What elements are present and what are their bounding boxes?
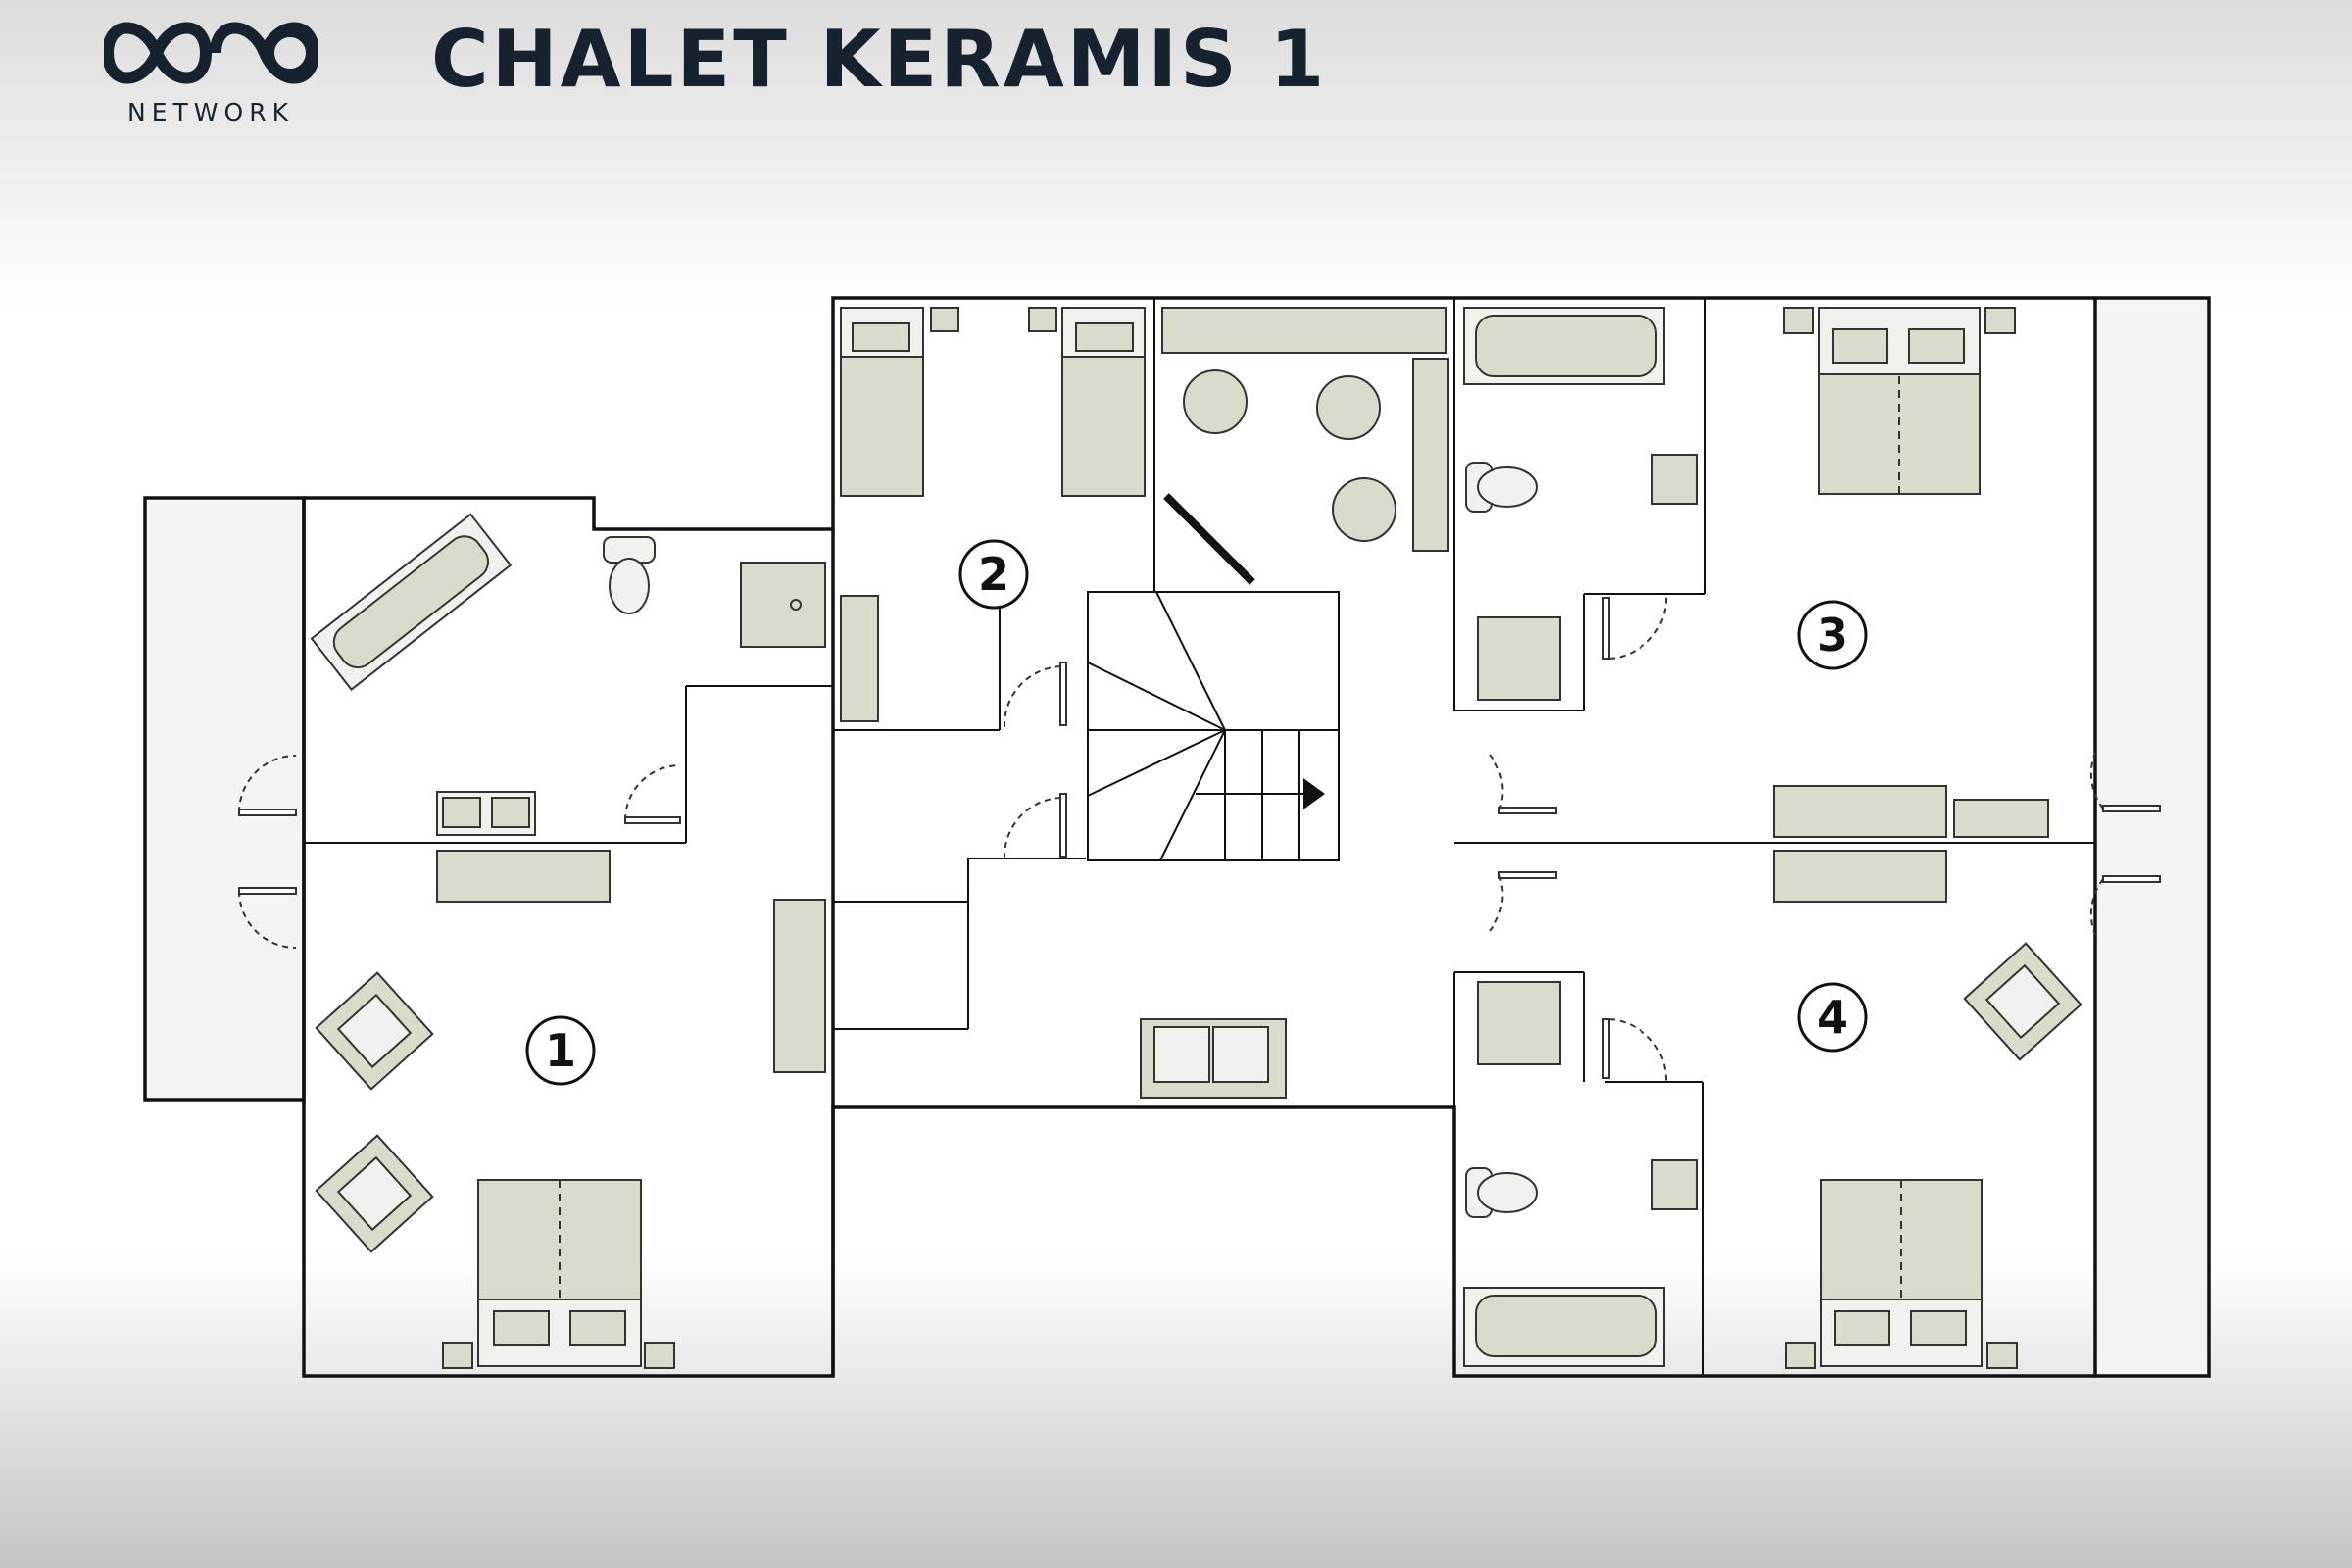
single-bed (840, 307, 924, 497)
page-header: NETWORK CHALET KERAMIS 1 (0, 0, 2352, 127)
balcony-left (143, 496, 306, 1102)
room-marker-1[interactable]: 1 (525, 1015, 596, 1086)
wardrobe (773, 899, 826, 1073)
armchair (315, 971, 434, 1091)
interior-walls (304, 298, 2095, 1376)
room-1-furniture (310, 513, 826, 1369)
wardrobe (840, 595, 879, 722)
single-bed (1061, 307, 1146, 497)
room-marker-3[interactable]: 3 (1797, 600, 1868, 670)
toilet (1465, 462, 1538, 513)
room-number: 3 (1817, 609, 1848, 662)
double-bed (442, 1179, 675, 1369)
armchair (1963, 942, 2082, 1061)
toilet (603, 536, 656, 614)
double-bed (1783, 307, 2016, 495)
toilet (1465, 1167, 1538, 1218)
shower-basin (740, 562, 826, 648)
bathtub (1463, 307, 1665, 385)
double-bed (1785, 1179, 2018, 1369)
room-marker-2[interactable]: 2 (958, 539, 1029, 610)
doors (238, 593, 2161, 1083)
brand-wordmark: NETWORK (127, 98, 294, 126)
dresser (436, 850, 611, 903)
staircase (1087, 591, 1340, 861)
beanbag (1332, 477, 1396, 542)
beanbag (1183, 369, 1248, 434)
room-number: 1 (545, 1024, 576, 1077)
room-number: 2 (978, 548, 1009, 601)
beanbag (1316, 375, 1381, 440)
balcony-right (2093, 296, 2211, 1378)
room-4-furniture (1463, 850, 2082, 1369)
sink (1651, 454, 1698, 505)
shower-basin (1477, 616, 1561, 701)
dresser (1773, 850, 1947, 903)
room-3-furniture (1463, 307, 2049, 838)
dresser (1953, 799, 2049, 838)
room-number: 4 (1817, 991, 1848, 1044)
dresser (1773, 785, 1947, 838)
armchair (315, 1134, 434, 1253)
shower-basin (1477, 981, 1561, 1065)
bathtub (1463, 1287, 1665, 1367)
bathtub (310, 513, 513, 691)
brand-logo-mark (104, 22, 318, 84)
sink (1651, 1159, 1698, 1210)
brand-logo[interactable]: NETWORK (98, 8, 323, 126)
double-sink (436, 791, 536, 836)
room-marker-4[interactable]: 4 (1797, 982, 1868, 1053)
page-title: CHALET KERAMIS 1 (431, 14, 1328, 105)
room-2-furniture (840, 307, 1287, 1099)
sofa (1140, 1018, 1287, 1099)
lounge-furniture (1161, 307, 1449, 585)
